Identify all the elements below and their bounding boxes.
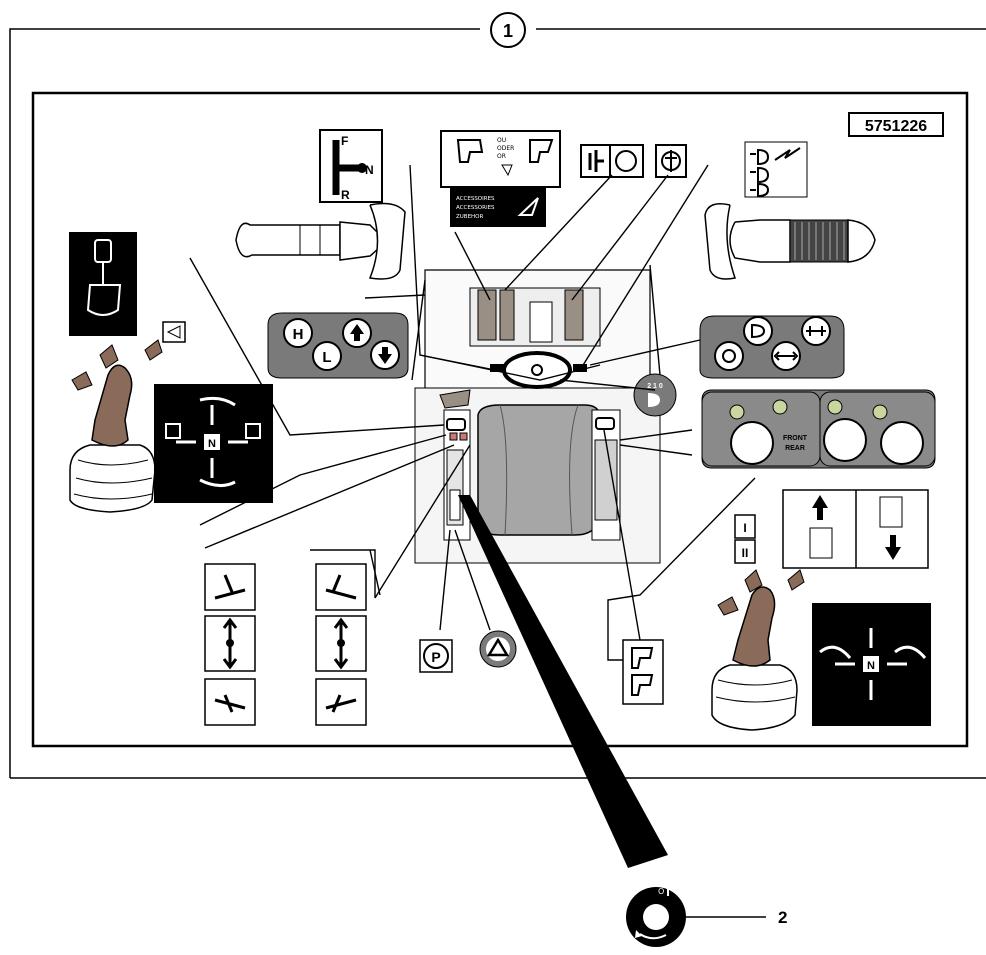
- svg-text:N: N: [208, 438, 216, 450]
- svg-text:I: I: [743, 521, 746, 535]
- right-joystick: [712, 570, 804, 730]
- left-lever-handle: [236, 204, 405, 279]
- svg-text:N: N: [365, 163, 374, 177]
- steering-mode-decal: [783, 490, 928, 568]
- svg-text:ACCESSORIES: ACCESSORIES: [456, 205, 495, 211]
- decal-single: [656, 145, 686, 177]
- stabiliser-decals-right: [316, 564, 366, 725]
- excavator-pattern-decal: N: [812, 603, 931, 726]
- right-switch-pad: [700, 316, 844, 378]
- stabiliser-decals-left: [205, 564, 255, 725]
- callout-2: 2: [778, 908, 787, 927]
- operator-seat: [478, 405, 600, 535]
- left-switch-pad: H L: [268, 313, 408, 378]
- svg-text:P: P: [431, 649, 440, 665]
- right-lever-handle: [705, 204, 875, 279]
- lamp-panel: FRONT REAR: [702, 390, 935, 468]
- left-console: [440, 390, 470, 540]
- svg-text:5751226: 5751226: [865, 118, 927, 135]
- horn-decal: [163, 322, 185, 342]
- light-switch: 2 1 0: [634, 374, 676, 416]
- gear-decal: I II: [735, 515, 755, 563]
- svg-text:REAR: REAR: [785, 445, 805, 452]
- loader-pattern-decal: N: [154, 384, 273, 503]
- svg-text:H: H: [293, 326, 304, 343]
- hazard-button: [480, 631, 516, 667]
- svg-text:1: 1: [503, 21, 513, 41]
- park-brake-decal: P: [420, 640, 452, 672]
- svg-text:O: O: [658, 887, 664, 896]
- lever-decal: [623, 640, 663, 704]
- shuttle-decal: F N R: [320, 130, 382, 202]
- left-joystick: [70, 340, 162, 512]
- svg-text:ACCESSOIRES: ACCESSOIRES: [456, 196, 495, 202]
- callout-1: 1: [491, 13, 525, 47]
- right-console: [592, 410, 620, 540]
- svg-text:L: L: [322, 349, 331, 366]
- svg-text:R: R: [341, 188, 350, 202]
- accessories-decal: OU ODER OR ACCESSOIRES ACCESSORIES ZUBEH…: [441, 131, 560, 227]
- decal-pair: [581, 145, 643, 177]
- part-number-box: 5751226: [849, 113, 943, 136]
- svg-text:N: N: [867, 660, 875, 672]
- svg-text:FRONT: FRONT: [783, 435, 808, 442]
- loader-decal: [69, 232, 137, 336]
- svg-text:F: F: [341, 134, 348, 148]
- lights-decal: [745, 142, 807, 197]
- svg-text:ZUBEHOR: ZUBEHOR: [456, 214, 484, 220]
- svg-text:OR: OR: [497, 153, 506, 160]
- svg-text:OU: OU: [497, 137, 506, 144]
- svg-text:II: II: [742, 546, 749, 560]
- svg-text:ODER: ODER: [497, 145, 514, 152]
- ignition-switch: O: [626, 887, 686, 947]
